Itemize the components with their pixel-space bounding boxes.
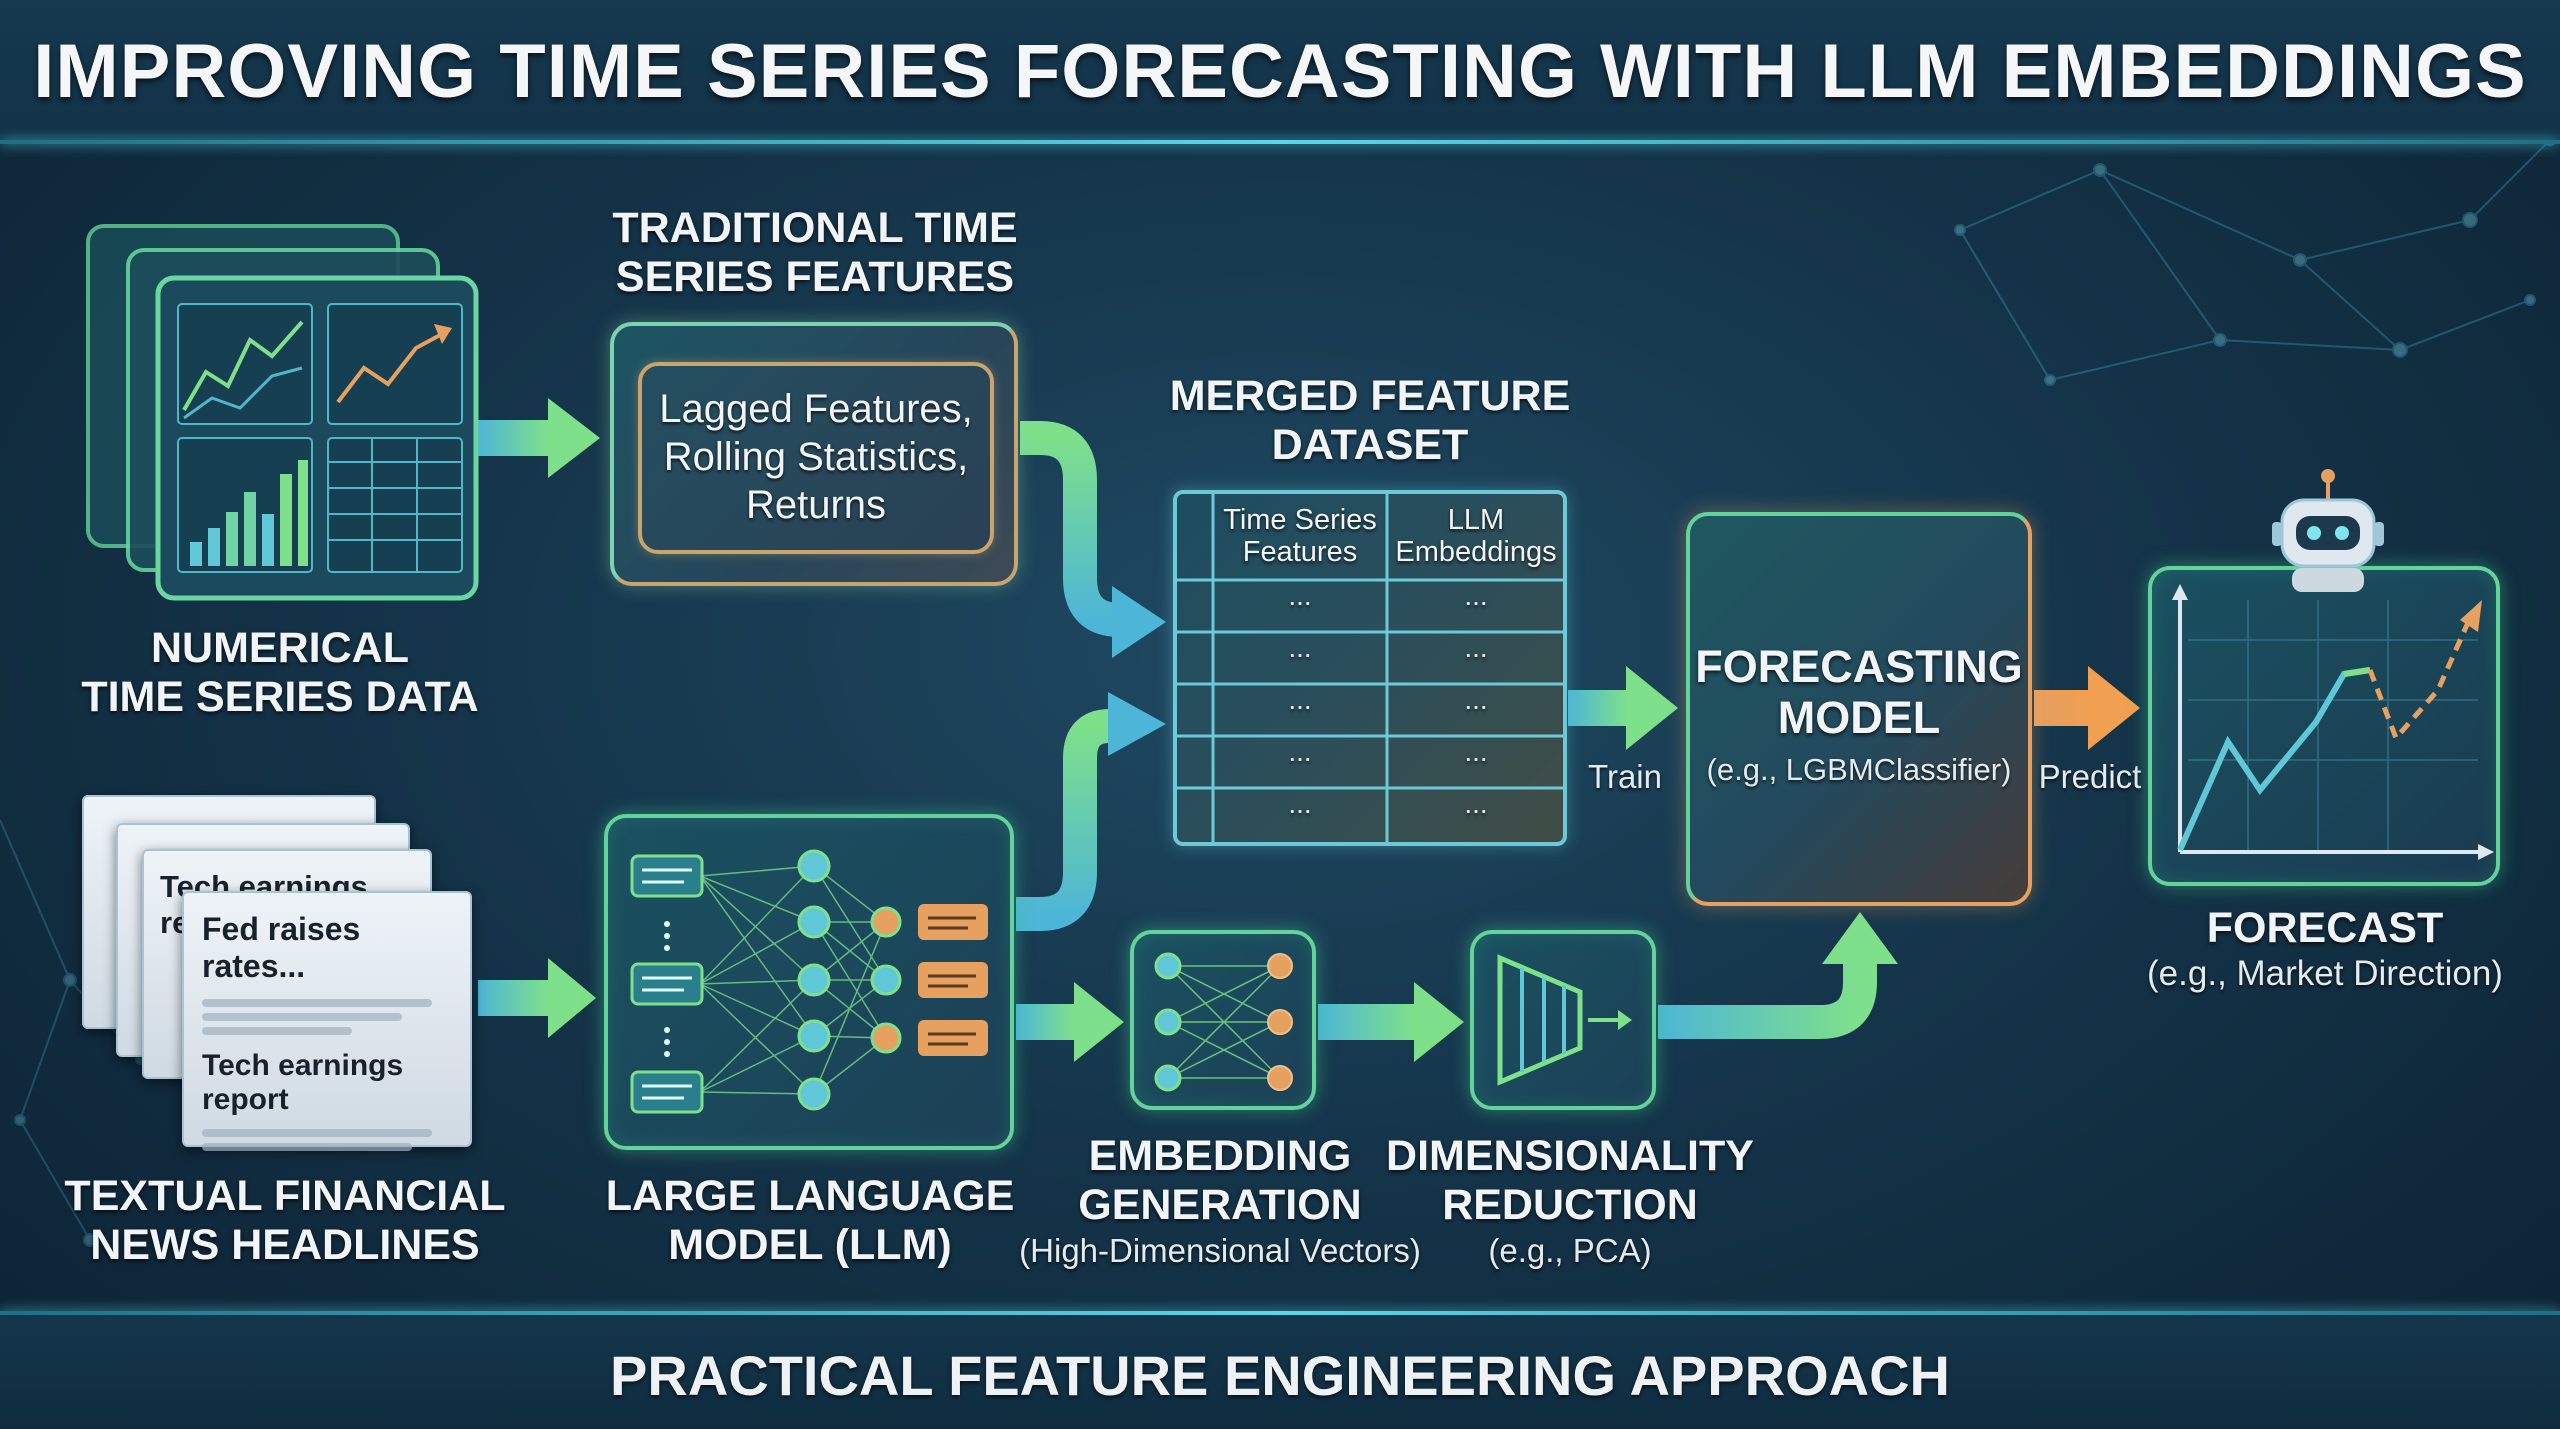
- arrow-merged-to-model: [1568, 666, 1678, 750]
- page-title: IMPROVING TIME SERIES FORECASTING WITH L…: [33, 29, 2527, 114]
- dimred-label: DIMENSIONALITY REDUCTION: [1380, 1132, 1760, 1229]
- arrow-embedding-to-dimred: [1318, 982, 1464, 1062]
- train-edge-label: Train: [1588, 758, 1662, 795]
- arrow-model-to-forecast: [2034, 666, 2140, 750]
- news-label-line-2: NEWS HEADLINES: [90, 1220, 480, 1269]
- embedding-example: (High-Dimensional Vectors): [1019, 1232, 1421, 1269]
- robot-icon: [2272, 469, 2384, 592]
- news-text-blur: [202, 1013, 402, 1021]
- traditional-features-label: TRADITIONAL TIME SERIES FEATURES: [580, 204, 1050, 301]
- merged-table-cell: ...: [1464, 788, 1488, 819]
- arrow-news-to-llm: [478, 958, 596, 1038]
- merged-col1-line-1: Time Series: [1223, 504, 1377, 536]
- dimred-label-line-2: REDUCTION: [1442, 1180, 1698, 1229]
- model-label-line-1: FORECASTING: [1695, 641, 2023, 692]
- arrow-numerical-to-traditional: [478, 398, 600, 478]
- merged-table-cell: ...: [1464, 736, 1488, 767]
- forecast-label: FORECAST: [2206, 904, 2444, 952]
- news-text-blur: [202, 1027, 352, 1035]
- numerical-data-label: NUMERICAL TIME SERIES DATA: [60, 624, 500, 721]
- merged-col-header-ts: Time Series Features: [1213, 504, 1387, 569]
- merged-label-line-1: MERGED FEATURE: [1169, 372, 1571, 420]
- news-headline-second: Tech earnings report: [202, 1049, 404, 1116]
- forecasting-model-card: [1686, 512, 2032, 906]
- merged-col-header-llm: LLM Embeddings: [1387, 504, 1565, 569]
- forecast-chart-card: [2148, 566, 2500, 886]
- footer-title: PRACTICAL FEATURE ENGINEERING APPROACH: [610, 1344, 1950, 1407]
- merged-table-cell: ...: [1464, 632, 1488, 663]
- merged-table-cell: ...: [1464, 580, 1488, 611]
- merged-table-cell: ...: [1288, 580, 1312, 611]
- news-sheet-front: Fed raises rates... Tech earnings report: [182, 891, 472, 1151]
- merged-dataset-label: MERGED FEATURE DATASET: [1150, 372, 1590, 469]
- news-text-blur: [202, 1143, 412, 1151]
- arrow-llm-to-merged: [1016, 692, 1166, 931]
- embedding-label: EMBEDDING GENERATION: [1060, 1132, 1380, 1229]
- merged-table-cell: ...: [1464, 684, 1488, 715]
- news-text-blur: [202, 999, 432, 1007]
- header-divider: [0, 140, 2560, 144]
- news-headline-front: Fed raises rates...: [202, 911, 361, 984]
- merged-col2-line-1: LLM: [1447, 504, 1505, 536]
- merged-label-line-2: DATASET: [1271, 420, 1469, 469]
- traditional-features-inner: [638, 362, 994, 554]
- output-token-icons: [918, 904, 988, 1056]
- numerical-data-icon: [82, 222, 482, 602]
- forecast-example: (e.g., Market Direction): [2147, 954, 2503, 993]
- footer-divider: [0, 1311, 2560, 1315]
- merged-table-grid: [1173, 490, 1567, 846]
- news-text-blur: [202, 1129, 432, 1137]
- embedding-label-line-1: EMBEDDING: [1088, 1132, 1352, 1180]
- forecast-chart-icon: [2172, 469, 2494, 860]
- feature-rolling: Rolling Statistics,: [663, 435, 969, 479]
- merged-col2-line-2: Embeddings: [1395, 536, 1557, 569]
- embedding-label-line-2: GENERATION: [1078, 1180, 1362, 1229]
- embedding-network-icon: [1154, 952, 1293, 1092]
- merged-col1-line-2: Features: [1242, 536, 1358, 569]
- llm-label-line-2: MODEL (LLM): [668, 1220, 952, 1269]
- traditional-label-line-2: SERIES FEATURES: [615, 252, 1015, 301]
- merged-table-cell: ...: [1288, 788, 1312, 819]
- network-decoration: [1954, 134, 2556, 386]
- dimred-example: (e.g., PCA): [1488, 1232, 1652, 1269]
- input-token-icons: [630, 854, 704, 1114]
- neural-network-icon: [630, 849, 988, 1114]
- forecasting-model-label: FORECASTING MODEL: [1686, 641, 2032, 744]
- merged-table-cell: ...: [1288, 736, 1312, 767]
- traditional-features-list: Lagged Features, Rolling Statistics, Ret…: [640, 385, 992, 529]
- funnel-icon: [1497, 954, 1632, 1086]
- news-headlines-label: TEXTUAL FINANCIAL NEWS HEADLINES: [50, 1172, 520, 1269]
- feature-lagged: Lagged Features,: [659, 387, 973, 431]
- arrow-dimred-to-model: [1658, 912, 1898, 1039]
- forecasting-model-example: (e.g., LGBMClassifier): [1706, 752, 2012, 787]
- llm-label-line-1: LARGE LANGUAGE: [605, 1172, 1015, 1220]
- feature-returns: Returns: [745, 483, 887, 527]
- llm-label: LARGE LANGUAGE MODEL (LLM): [580, 1172, 1040, 1269]
- footer-bar: [0, 1315, 2560, 1429]
- merged-table-cell: ...: [1288, 684, 1312, 715]
- dimred-label-line-1: DIMENSIONALITY: [1386, 1132, 1754, 1180]
- traditional-label-line-1: TRADITIONAL TIME: [612, 204, 1018, 252]
- numerical-label-line-2: TIME SERIES DATA: [81, 672, 479, 721]
- news-label-line-1: TEXTUAL FINANCIAL: [64, 1172, 506, 1220]
- numerical-label-line-1: NUMERICAL: [151, 624, 409, 672]
- predict-edge-label: Predict: [2038, 758, 2142, 795]
- header-bar: [0, 0, 2560, 140]
- merged-table-cell: ...: [1288, 632, 1312, 663]
- arrow-llm-to-embedding: [1016, 982, 1124, 1062]
- arrow-traditional-to-merged: [1020, 421, 1166, 658]
- model-label-line-2: MODEL: [1777, 691, 1941, 743]
